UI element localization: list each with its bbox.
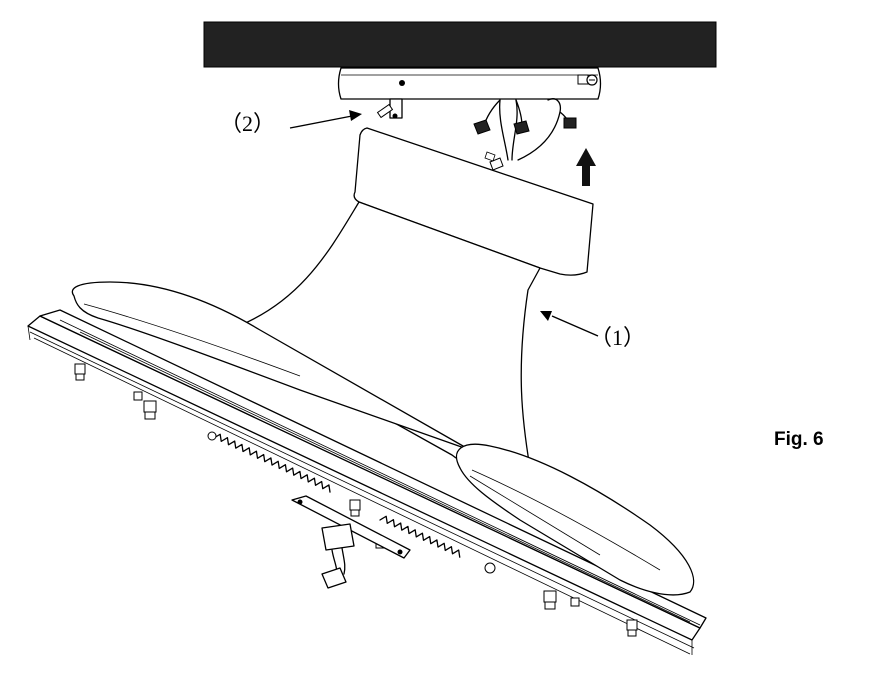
mounting-bracket: [337, 67, 602, 119]
callout-2-label: （2）: [220, 111, 275, 136]
bracket-screw-icon: [577, 74, 598, 86]
wiring-connectors: [473, 98, 577, 171]
figure-caption: Fig. 6: [774, 429, 824, 450]
fan-blade-right: [455, 443, 695, 596]
ceiling-slab: [203, 21, 717, 68]
terminal-block: [291, 495, 411, 589]
base-springs: [207, 431, 461, 558]
hook-pin-icon: [376, 103, 398, 119]
callout-1-label: （1）: [590, 325, 645, 350]
fan-blade-left: [71, 281, 471, 451]
fan-base-plate: [27, 309, 707, 655]
callout-1-arrow-icon: [540, 311, 599, 337]
lift-up-arrow-icon: [576, 148, 596, 186]
callout-2-arrow-icon: [289, 110, 362, 129]
fan-canopy: [353, 127, 594, 276]
